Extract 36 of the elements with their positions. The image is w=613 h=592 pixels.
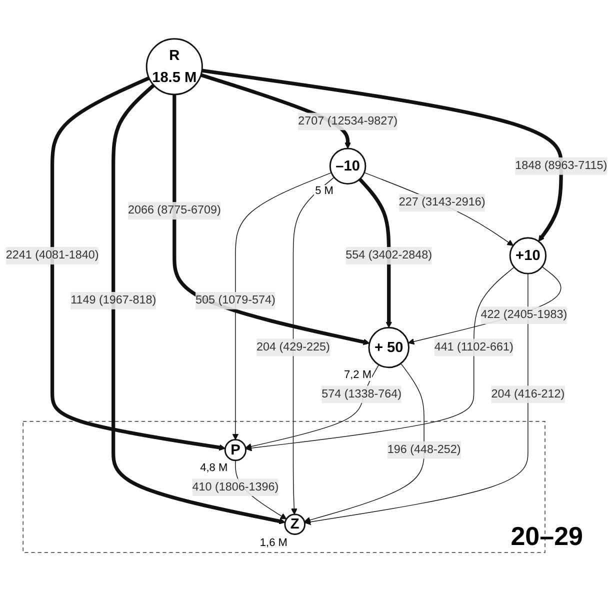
edge-label: 574 (1338-764) — [322, 388, 402, 401]
node-circle — [284, 514, 306, 536]
edge-label: 554 (3402-2848) — [346, 249, 432, 262]
edge-label: 422 (2405-1983) — [480, 309, 568, 322]
node-note: 7,2 M — [342, 368, 372, 381]
arrow — [112, 84, 286, 525]
node-circle — [224, 439, 247, 462]
node-circle — [368, 327, 410, 368]
edge-label: 2241 (4081-1840) — [6, 249, 99, 262]
edge-label: 441 (1102-661) — [434, 341, 514, 354]
node-note: 4,8 M — [199, 462, 229, 474]
edge-label: 505 (1079-574) — [195, 294, 276, 307]
edge-label: 204 (416-212) — [491, 388, 565, 401]
edge-label: 204 (429-225) — [256, 341, 330, 354]
edge-label: 410 (1806-1396) — [192, 481, 279, 494]
node-circle — [329, 148, 366, 185]
node-note: 5 M — [314, 185, 334, 198]
arrow — [232, 172, 332, 440]
arrow — [358, 178, 392, 328]
edge-label: 2707 (12534-9827) — [298, 115, 398, 128]
edge-label: 227 (3143-2916) — [398, 196, 486, 209]
edge-label: 1848 (8963-7115) — [515, 160, 608, 172]
arrow — [364, 172, 514, 246]
panel-label: 20–29 — [510, 521, 583, 552]
arrow — [304, 363, 424, 524]
arrow — [245, 267, 515, 452]
node-circle — [509, 237, 547, 275]
node-circle — [146, 38, 203, 96]
arrow — [202, 69, 563, 242]
arrow — [172, 94, 370, 346]
arrow — [245, 364, 380, 450]
arrow — [304, 274, 528, 526]
edge-label: 196 (448-252) — [387, 444, 461, 456]
edge-label: 2066 (8775-6709) — [128, 204, 221, 217]
edge-label: 1149 (1967-818) — [70, 294, 156, 307]
arrow — [50, 76, 226, 452]
